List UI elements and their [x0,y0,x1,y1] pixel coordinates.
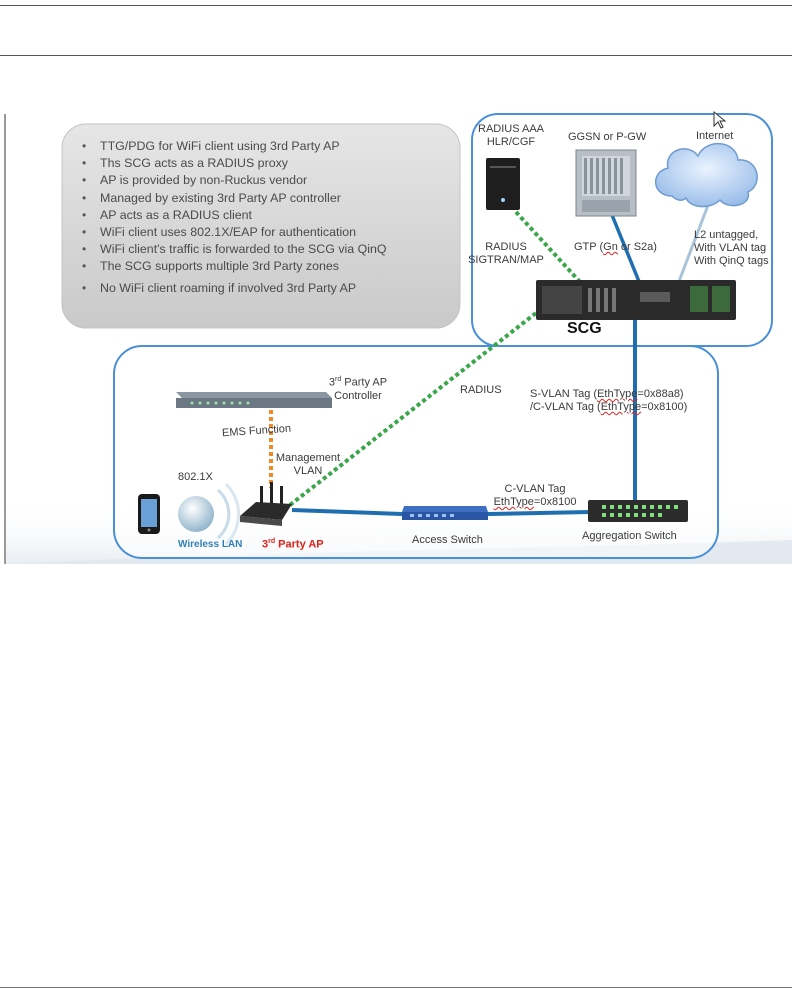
link-ap-access-switch [291,508,403,516]
link-ap-scg-radius [288,311,538,507]
label-cvlan-suffix: =0x8100) [641,401,688,413]
label-management-line2: VLAN [293,465,323,477]
bullet-item: AP is provided by non-Ruckus vendor [78,172,448,189]
radius-server-icon [486,158,520,210]
link-radius-aaa-scg [514,210,582,284]
label-ap-controller-sup: rd [335,376,342,383]
label-cvlan-prefix: /C-VLAN Tag ( [530,401,601,413]
bullet-item: Ths SCG acts as a RADIUS proxy [78,155,448,172]
label-radius-sigtran: RADIUS SIGTRAN/MAP [468,241,544,267]
feature-bullet-list: TTG/PDG for WiFi client using 3rd Party … [78,138,448,297]
label-cvlan-ethtype: EthType [600,401,642,413]
label-gtp-prefix: GTP ( [574,241,604,253]
label-cvlan-tag-value: =0x8100 [533,496,577,508]
label-ap-controller: 3rd Party AP Controller [318,373,398,403]
label-radius-aaa-line2: HLR/CGF [486,136,536,148]
label-radius-sigtran-line1: RADIUS [485,241,527,253]
link-internet-scg [676,199,712,285]
label-dot1x: 802.1X [178,471,213,483]
label-svlan: S-VLAN Tag (EthType=0x88a8) /C-VLAN Tag … [530,388,687,414]
label-third-party-ap-sup: rd [268,538,276,545]
ggsn-chassis-icon [575,149,637,217]
smartphone-icon [138,494,160,534]
label-svlan-suffix: =0x88a8) [637,388,684,400]
internet-cloud-icon [655,142,758,208]
label-cvlan-tag-line2: EthType=0x8100 [492,496,578,509]
label-third-party-ap: 3rd Party AP [262,538,324,551]
label-management-line1: Management [275,452,341,464]
label-l2-line2: With VLAN tag [694,242,767,254]
label-svlan-ethtype: EthType [597,388,638,400]
label-wireless-lan: Wireless LAN [178,539,243,550]
label-ap-controller-line2: Controller [334,389,382,402]
link-access-aggregation [487,510,591,516]
bullet-item: Managed by existing 3rd Party AP control… [78,190,448,207]
label-ggsn: GGSN or P-GW [568,131,647,143]
network-diagram [4,110,792,564]
aggregation-switch-icon [588,500,688,522]
header-rule-top [0,5,792,6]
label-cvlan-line2: /C-VLAN Tag (EthType=0x8100) [530,401,687,414]
label-ap-controller-text: Party AP [341,376,388,389]
mouse-cursor-icon [713,110,727,129]
bullet-item: TTG/PDG for WiFi client using 3rd Party … [78,138,448,155]
label-internet: Internet [696,130,734,142]
label-radius-sigtran-line2: SIGTRAN/MAP [468,254,544,266]
label-aggregation-switch: Aggregation Switch [582,530,677,542]
bullet-item: WiFi client's traffic is forwarded to th… [78,241,448,258]
label-gtp: GTP (Gn or S2a) [574,241,657,254]
label-third-party-ap-text: Party AP [275,538,324,551]
label-cvlan-tag-line1: C-VLAN Tag [504,483,566,495]
label-l2-line3: With QinQ tags [694,255,769,267]
scg-appliance-icon [536,280,736,320]
link-ggsn-scg [610,214,642,285]
label-l2-tags: L2 untagged, With VLAN tag With QinQ tag… [694,229,769,268]
label-radius: RADIUS [460,384,502,396]
diagram-left-frame [4,114,6,564]
access-switch-icon [402,506,488,520]
bullet-item: No WiFi client roaming if involved 3rd P… [78,280,448,297]
third-party-ap-icon [240,482,292,526]
label-svlan-prefix: S-VLAN Tag ( [530,388,598,400]
label-cvlan-tag: C-VLAN Tag EthType=0x8100 [492,483,578,509]
label-ap-controller-line1: 3rd Party AP [318,373,398,390]
label-l2-line1: L2 untagged, [694,229,759,241]
label-svlan-line1: S-VLAN Tag (EthType=0x88a8) [530,388,687,401]
scg-title: SCG [567,320,602,337]
header-rule-bottom [0,55,792,56]
label-management-vlan: Management VLAN [268,452,348,478]
label-ap-controller-num: 3 [328,376,336,389]
label-gtp-gn: Gn [603,241,618,253]
label-gtp-suffix: or S2a) [617,241,657,253]
label-access-switch: Access Switch [412,534,483,546]
label-third-party-ap-num: 3 [262,538,269,551]
label-radius-aaa: RADIUS AAA HLR/CGF [478,123,544,149]
bullet-item: The SCG supports multiple 3rd Party zone… [78,258,448,275]
bullet-item: AP acts as a RADIUS client [78,207,448,224]
wireless-signal-icon [178,482,241,546]
label-radius-aaa-line1: RADIUS AAA [478,123,545,135]
footer-rule [0,987,792,988]
label-cvlan-tag-ethtype: EthType [493,496,534,508]
bullet-item: WiFi client uses 802.1X/EAP for authenti… [78,224,448,241]
ap-controller-icon [176,392,332,408]
